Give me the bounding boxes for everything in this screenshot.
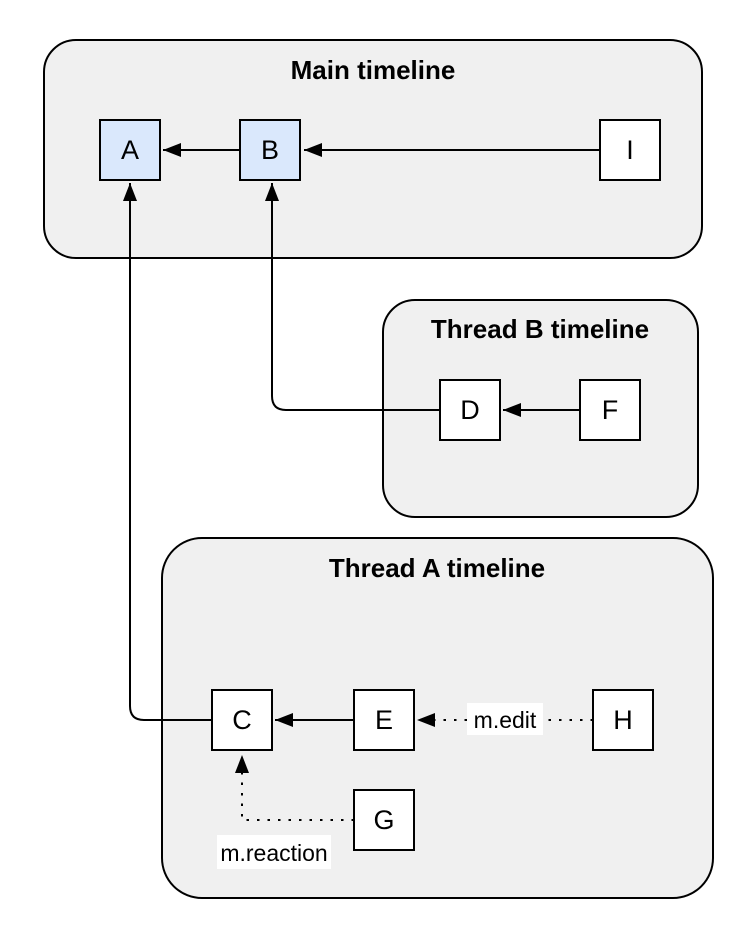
node-d-label: D [460, 395, 480, 425]
node-i-label: I [626, 135, 634, 165]
node-b-label: B [261, 135, 279, 165]
node-f-label: F [602, 395, 619, 425]
edge-c-to-a-arrow [123, 183, 212, 721]
node-b: B [239, 119, 301, 181]
node-g-box [353, 789, 415, 851]
node-a-label: A [121, 135, 139, 165]
node-c-box [211, 689, 273, 751]
node-e-label: E [375, 705, 393, 735]
node-i-box [599, 119, 661, 181]
thread-a-timeline-title: Thread A timeline [329, 553, 545, 583]
edge-label-m-edit: m.edit [467, 703, 543, 735]
node-g-label: G [373, 805, 394, 835]
m-reaction-label-background [217, 835, 331, 869]
node-i: I [599, 119, 661, 181]
thread-a-timeline-box [161, 537, 714, 899]
node-h-box [592, 689, 654, 751]
node-h-label: H [613, 705, 633, 735]
m-reaction-label: m.reaction [220, 840, 327, 866]
edge-label-m-reaction: m.reaction [217, 835, 331, 869]
node-d: D [439, 379, 501, 441]
container-thread-b-timeline: Thread B timeline [382, 299, 699, 518]
node-h: H [592, 689, 654, 751]
m-edit-label: m.edit [474, 707, 537, 733]
node-d-box [439, 379, 501, 441]
node-g: G [353, 789, 415, 851]
node-c: C [211, 689, 273, 751]
node-a-box [99, 119, 161, 181]
node-b-box [239, 119, 301, 181]
node-f: F [579, 379, 641, 441]
main-timeline-title: Main timeline [291, 55, 456, 85]
node-e: E [353, 689, 415, 751]
node-a: A [99, 119, 161, 181]
edge-d-to-b-arrow [265, 183, 440, 411]
m-edit-label-background [467, 703, 543, 735]
node-e-box [353, 689, 415, 751]
node-c-label: C [232, 705, 252, 735]
thread-b-timeline-title: Thread B timeline [431, 314, 649, 344]
thread-b-timeline-box [382, 299, 699, 518]
container-thread-a-timeline: Thread A timeline [161, 537, 714, 899]
node-f-box [579, 379, 641, 441]
